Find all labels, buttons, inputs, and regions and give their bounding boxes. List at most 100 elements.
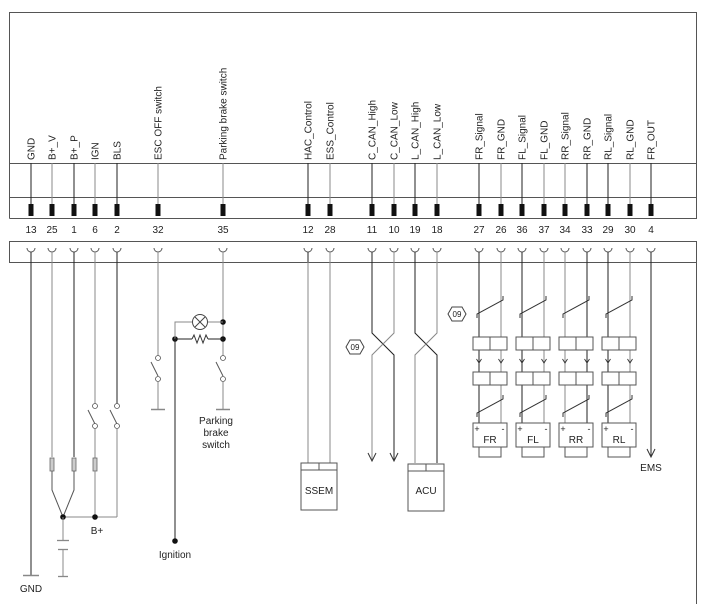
- harness-socket-icon: [218, 247, 228, 253]
- c-can-low-wire: [371, 262, 395, 460]
- pin-label: FL_Signal: [518, 115, 529, 160]
- ems-label: EMS: [640, 463, 662, 474]
- junction-dot: [172, 538, 178, 544]
- arrow-down-icon: [584, 358, 590, 364]
- pin-terminal-icon: [627, 204, 633, 216]
- pin-32: ESC OFF switch 32: [152, 86, 165, 262]
- esc-off-switch-icon: [150, 361, 159, 377]
- parking-label-line3: switch: [202, 440, 230, 451]
- pin-label: RR_Signal: [561, 112, 572, 160]
- pin-number: 10: [388, 225, 400, 236]
- pin-label: RL_Signal: [604, 114, 615, 160]
- sensor-name: FL: [527, 435, 539, 446]
- pin-terminal-icon: [49, 204, 55, 216]
- harness-socket-icon: [603, 247, 613, 253]
- harness-socket-icon: [90, 247, 100, 253]
- shield-badge-label: 09: [453, 310, 462, 319]
- pin-number: 36: [516, 225, 528, 236]
- pin-terminal-icon: [155, 204, 161, 216]
- pin-label: RL_GND: [626, 119, 637, 160]
- ssem-box: [300, 469, 338, 511]
- arrow-down-icon: [389, 452, 399, 463]
- switch-contact: [92, 403, 98, 409]
- sensor-minus: -: [502, 424, 505, 434]
- pin-number: 18: [431, 225, 443, 236]
- pin-number: 4: [648, 225, 654, 236]
- arrow-down-icon: [541, 358, 547, 364]
- shield-icon: [562, 296, 590, 318]
- switch-contact: [220, 355, 226, 361]
- harness-socket-icon: [325, 247, 335, 253]
- gnd-label: GND: [20, 584, 42, 595]
- pin-number: 32: [152, 225, 164, 236]
- pin-number: 27: [473, 225, 485, 236]
- l-can-high-wire: [414, 262, 438, 463]
- harness-socket-icon: [432, 247, 442, 253]
- parking-label-line1: Parking: [199, 416, 233, 427]
- pin-terminal-icon: [391, 204, 397, 216]
- pin-number: 28: [324, 225, 336, 236]
- harness-socket-icon: [646, 247, 656, 253]
- sensor-body: [478, 446, 502, 458]
- fuse-icon: [71, 457, 77, 472]
- arrow-down-icon: [519, 358, 525, 364]
- switch-contact: [92, 423, 98, 429]
- pin-30: RL_GND 30: [624, 119, 637, 262]
- ecu-frame: [9, 12, 697, 219]
- pin-36: FL_Signal 36: [516, 115, 529, 262]
- switch-contact: [155, 376, 161, 382]
- ems-output: EMS: [640, 262, 662, 474]
- l-can-low-wire: [414, 262, 438, 463]
- pin-terminal-icon: [305, 204, 311, 216]
- pin-terminal-icon: [114, 204, 120, 216]
- twisted-pair-badge-label: 09: [351, 343, 360, 352]
- harness-socket-icon: [474, 247, 484, 253]
- shield-icon: [476, 395, 504, 417]
- pin-number: 25: [46, 225, 58, 236]
- sensor-rr: +-RR: [558, 262, 594, 458]
- pin-number: 29: [602, 225, 614, 236]
- pin-number: 11: [367, 225, 378, 236]
- twisted-pair-badge: [345, 339, 365, 355]
- sensor-rl: +-RL: [601, 262, 637, 458]
- pin-label: L_CAN_High: [411, 102, 422, 160]
- harness-socket-icon: [582, 247, 592, 253]
- shield-icon: [519, 395, 547, 417]
- parking-brake-switch-icon: [215, 361, 224, 377]
- pin-label: ESC OFF switch: [154, 86, 165, 160]
- harness-socket-icon: [517, 247, 527, 253]
- shield-icon: [476, 296, 504, 318]
- pin-label: Parking brake switch: [219, 68, 230, 160]
- harness-socket-icon: [303, 247, 313, 253]
- arrow-down-icon: [562, 358, 568, 364]
- arrow-down-icon: [476, 358, 482, 364]
- sensor-body: [564, 446, 588, 458]
- pin-label: RR_GND: [583, 118, 594, 160]
- fuse-icon: [49, 457, 55, 472]
- pin-terminal-icon: [476, 204, 482, 216]
- ignition-label: Ignition: [159, 550, 191, 561]
- shield-icon: [605, 395, 633, 417]
- pin-terminal-icon: [584, 204, 590, 216]
- pin-label: GND: [27, 138, 38, 160]
- harness-connector-bar: [9, 241, 697, 263]
- pin-label: HAC_Control: [304, 101, 315, 160]
- pin-terminal-icon: [369, 204, 375, 216]
- sensor-plus: +: [603, 424, 608, 434]
- pin-number: 13: [25, 225, 37, 236]
- pin-terminal-icon: [498, 204, 504, 216]
- arrow-down-icon: [605, 358, 611, 364]
- sensor-minus: -: [588, 424, 591, 434]
- harness-socket-icon: [539, 247, 549, 253]
- pin-13: GND 13: [25, 138, 38, 262]
- pin-label: C_CAN_High: [368, 100, 379, 160]
- pin-terminal-icon: [434, 204, 440, 216]
- pin-terminal-icon: [412, 204, 418, 216]
- pin-number: 30: [624, 225, 636, 236]
- ssem-label: SSEM: [305, 486, 333, 497]
